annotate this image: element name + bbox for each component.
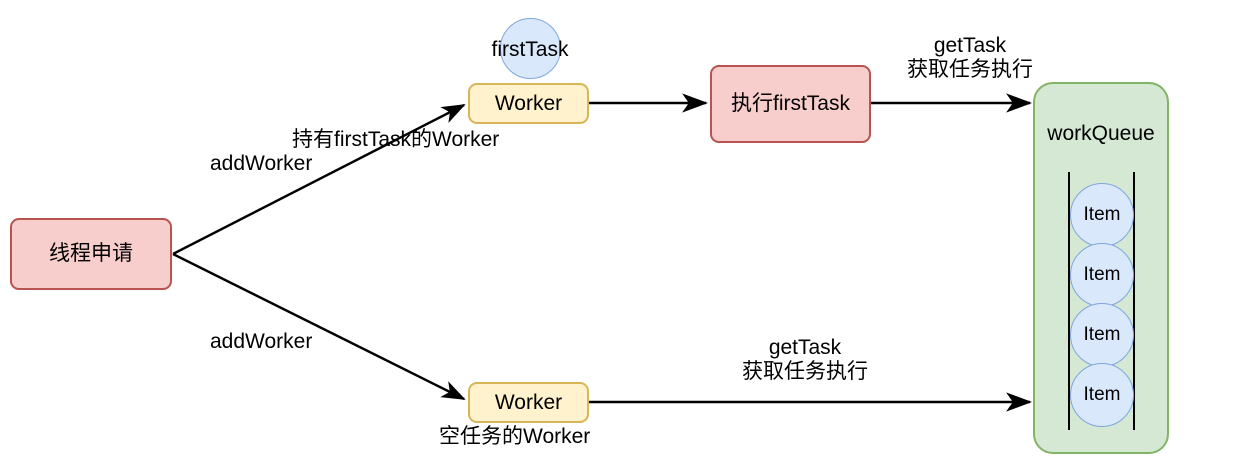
queue-item[interactable]: Item bbox=[1070, 303, 1134, 367]
queue-item[interactable]: Item bbox=[1070, 363, 1134, 427]
node-worker-bottom-label: Worker bbox=[494, 390, 563, 414]
edge-label-get-task-top-line1: getTask bbox=[933, 34, 1007, 57]
node-worker-top[interactable]: Worker bbox=[468, 83, 589, 124]
queue-item[interactable]: Item bbox=[1070, 243, 1134, 307]
edge-add-worker-bottom bbox=[172, 252, 466, 401]
node-worker-bottom[interactable]: Worker bbox=[468, 382, 589, 423]
edge-label-get-task-bottom-line1: getTask bbox=[768, 336, 842, 359]
queue-item-label: Item bbox=[1083, 204, 1121, 225]
node-execute-first-task[interactable]: 执行firstTask bbox=[710, 65, 871, 143]
queue-item-label: Item bbox=[1083, 264, 1121, 285]
node-work-queue-label: workQueue bbox=[1047, 122, 1155, 145]
node-thread-request-label: 线程申请 bbox=[49, 242, 133, 266]
edge-label-add-worker-top: addWorker bbox=[210, 152, 313, 175]
node-first-task-label: firstTask bbox=[491, 38, 569, 61]
node-thread-request[interactable]: 线程申请 bbox=[10, 218, 172, 290]
edge-label-worker-with-first-task: 持有firstTask的Worker bbox=[292, 128, 500, 151]
queue-item-label: Item bbox=[1083, 384, 1121, 405]
edge-label-get-task-top: getTask 获取任务执行 bbox=[880, 34, 1060, 81]
edge-label-get-task-bottom: getTask 获取任务执行 bbox=[715, 336, 895, 383]
queue-item-label: Item bbox=[1083, 324, 1121, 345]
queue-item[interactable]: Item bbox=[1070, 183, 1134, 247]
node-execute-first-task-label: 执行firstTask bbox=[730, 92, 850, 116]
edge-label-empty-task-worker: 空任务的Worker bbox=[439, 425, 591, 448]
edge-label-get-task-top-line2: 获取任务执行 bbox=[907, 57, 1033, 81]
queue-rail-left bbox=[1068, 172, 1070, 430]
node-worker-top-label: Worker bbox=[494, 91, 563, 115]
edge-label-get-task-bottom-line2: 获取任务执行 bbox=[742, 359, 868, 383]
edge-label-add-worker-bottom: addWorker bbox=[210, 330, 313, 353]
queue-rail-right bbox=[1133, 172, 1135, 430]
node-first-task-circle[interactable] bbox=[500, 18, 561, 79]
